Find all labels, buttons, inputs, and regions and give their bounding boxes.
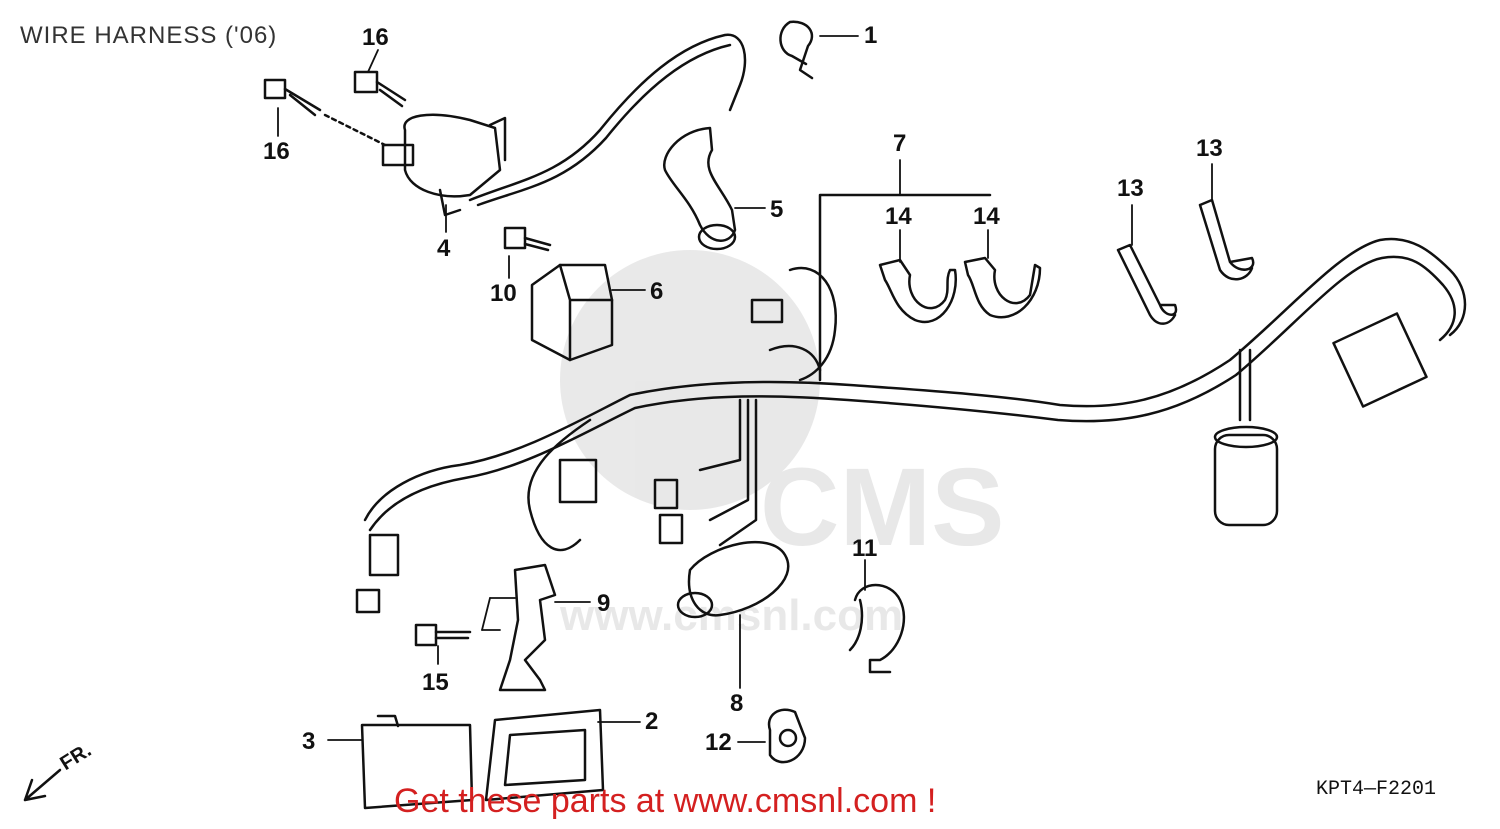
callout-10[interactable]: 10: [490, 280, 517, 307]
callout-1[interactable]: 1: [864, 22, 878, 49]
callout-14-right[interactable]: 14: [973, 203, 1000, 230]
band-part-11: [848, 583, 906, 674]
svg-text:CMS: CMS: [760, 446, 1004, 569]
callout-16-top[interactable]: 16: [362, 24, 389, 51]
cylindrical-unit: [1213, 425, 1279, 527]
connector-group: [355, 298, 1428, 614]
callout-12[interactable]: 12: [705, 729, 732, 756]
bolt-part-10: [503, 226, 552, 252]
clip-part-12: [767, 708, 807, 764]
drawing-code: KPT4—F2201: [1316, 778, 1437, 801]
callout-4[interactable]: 4: [437, 235, 451, 262]
callout-6[interactable]: 6: [650, 278, 664, 305]
promo-link[interactable]: Get these parts at www.cmsnl.com !: [394, 782, 937, 820]
cdi-unit-part-3: [360, 714, 474, 810]
callout-5[interactable]: 5: [770, 196, 784, 223]
callout-9[interactable]: 9: [597, 590, 611, 617]
bracket-part-9: [498, 563, 557, 692]
callout-11[interactable]: 11: [852, 535, 878, 562]
clip-part-1: [779, 20, 814, 80]
callout-15[interactable]: 15: [422, 669, 449, 696]
wire-harness-main: [363, 193, 1467, 552]
svg-text:www.cmsnl.com: www.cmsnl.com: [559, 591, 903, 640]
callout-13-right[interactable]: 13: [1196, 135, 1223, 162]
clamp-part-13: [1116, 198, 1255, 325]
callout-14-left[interactable]: 14: [885, 203, 912, 230]
watermark-logo: CMS www.cmsnl.com: [559, 250, 1004, 640]
bolt-part-16: [263, 70, 407, 147]
callout-7[interactable]: 7: [893, 130, 907, 157]
condenser-part-8: [676, 540, 790, 619]
ignition-coil-part-4: [381, 33, 747, 217]
spark-plug-cap-part-5: [663, 126, 737, 251]
callout-2[interactable]: 2: [645, 708, 659, 735]
rubber-mount-part-2: [484, 708, 605, 802]
diagram-title: WIRE HARNESS ('06): [20, 22, 278, 49]
bolt-part-15: [414, 623, 472, 647]
callout-3[interactable]: 3: [302, 728, 316, 755]
callout-16-left[interactable]: 16: [263, 138, 290, 165]
front-arrow-icon: [23, 768, 62, 802]
callout-13-left[interactable]: 13: [1117, 175, 1144, 202]
leader-lines: [277, 35, 1213, 743]
relay-part-6: [530, 263, 614, 362]
clamp-part-14: [878, 256, 1042, 324]
callout-8[interactable]: 8: [730, 690, 744, 717]
